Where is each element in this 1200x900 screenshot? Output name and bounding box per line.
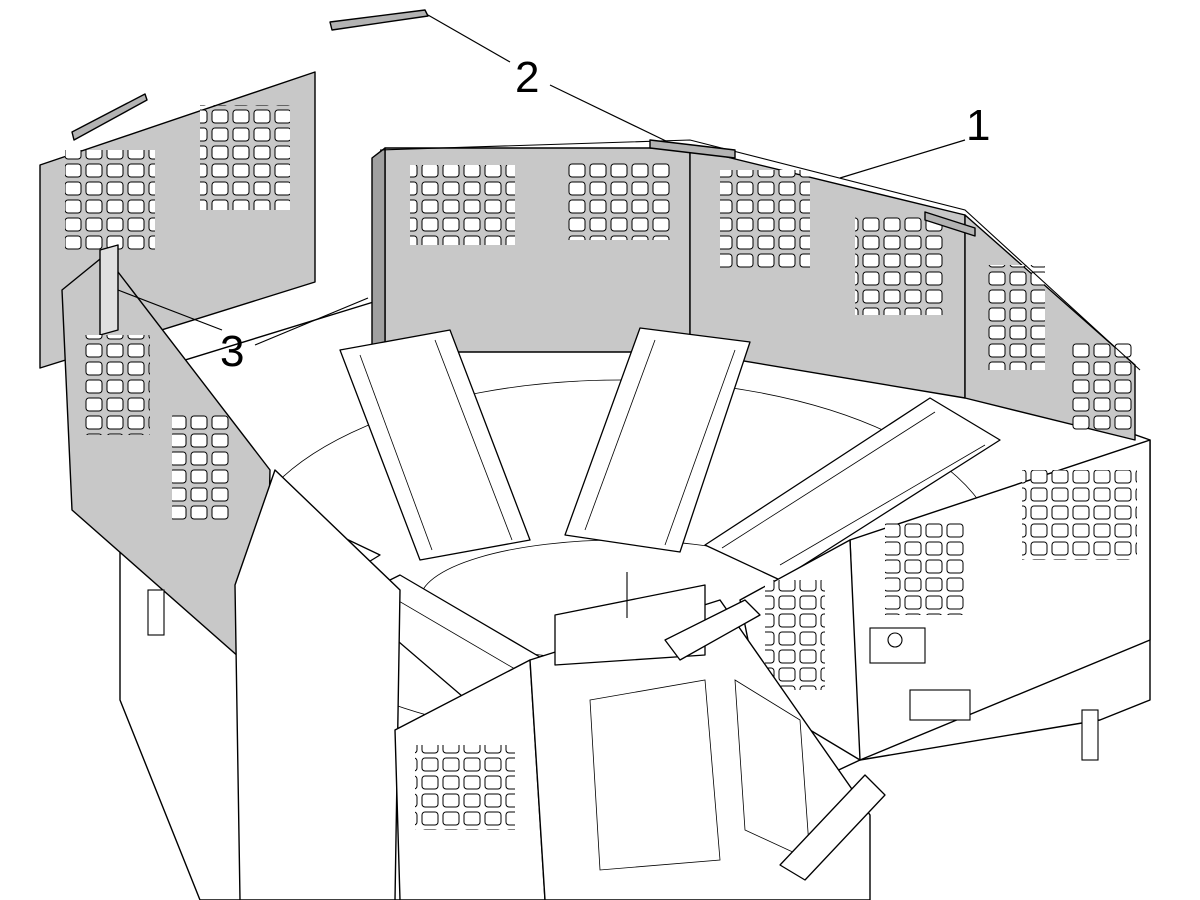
- cap-top-detached: [329, 9, 429, 31]
- right-front-panel: [849, 439, 1151, 761]
- support-legs: [147, 589, 1099, 881]
- callout-label-1: 1: [966, 101, 990, 150]
- callout-label-2: 2: [515, 53, 539, 102]
- callout-2: 2: [427, 14, 669, 143]
- cap-left-detached: [71, 93, 148, 141]
- tray-left: [339, 329, 531, 561]
- callout-3: 3: [117, 289, 369, 376]
- callout-1: 1: [839, 101, 990, 179]
- callout-label-3: 3: [220, 327, 244, 376]
- left-front-panel: [61, 244, 271, 681]
- front-cabinet: [234, 469, 871, 900]
- top-rail: [379, 139, 1141, 371]
- tray-center: [564, 327, 751, 553]
- center-riser: [554, 572, 706, 666]
- rear-panel-left: [371, 147, 691, 359]
- rear-panel-right: [964, 214, 1136, 441]
- rear-panel-middle: [689, 147, 966, 399]
